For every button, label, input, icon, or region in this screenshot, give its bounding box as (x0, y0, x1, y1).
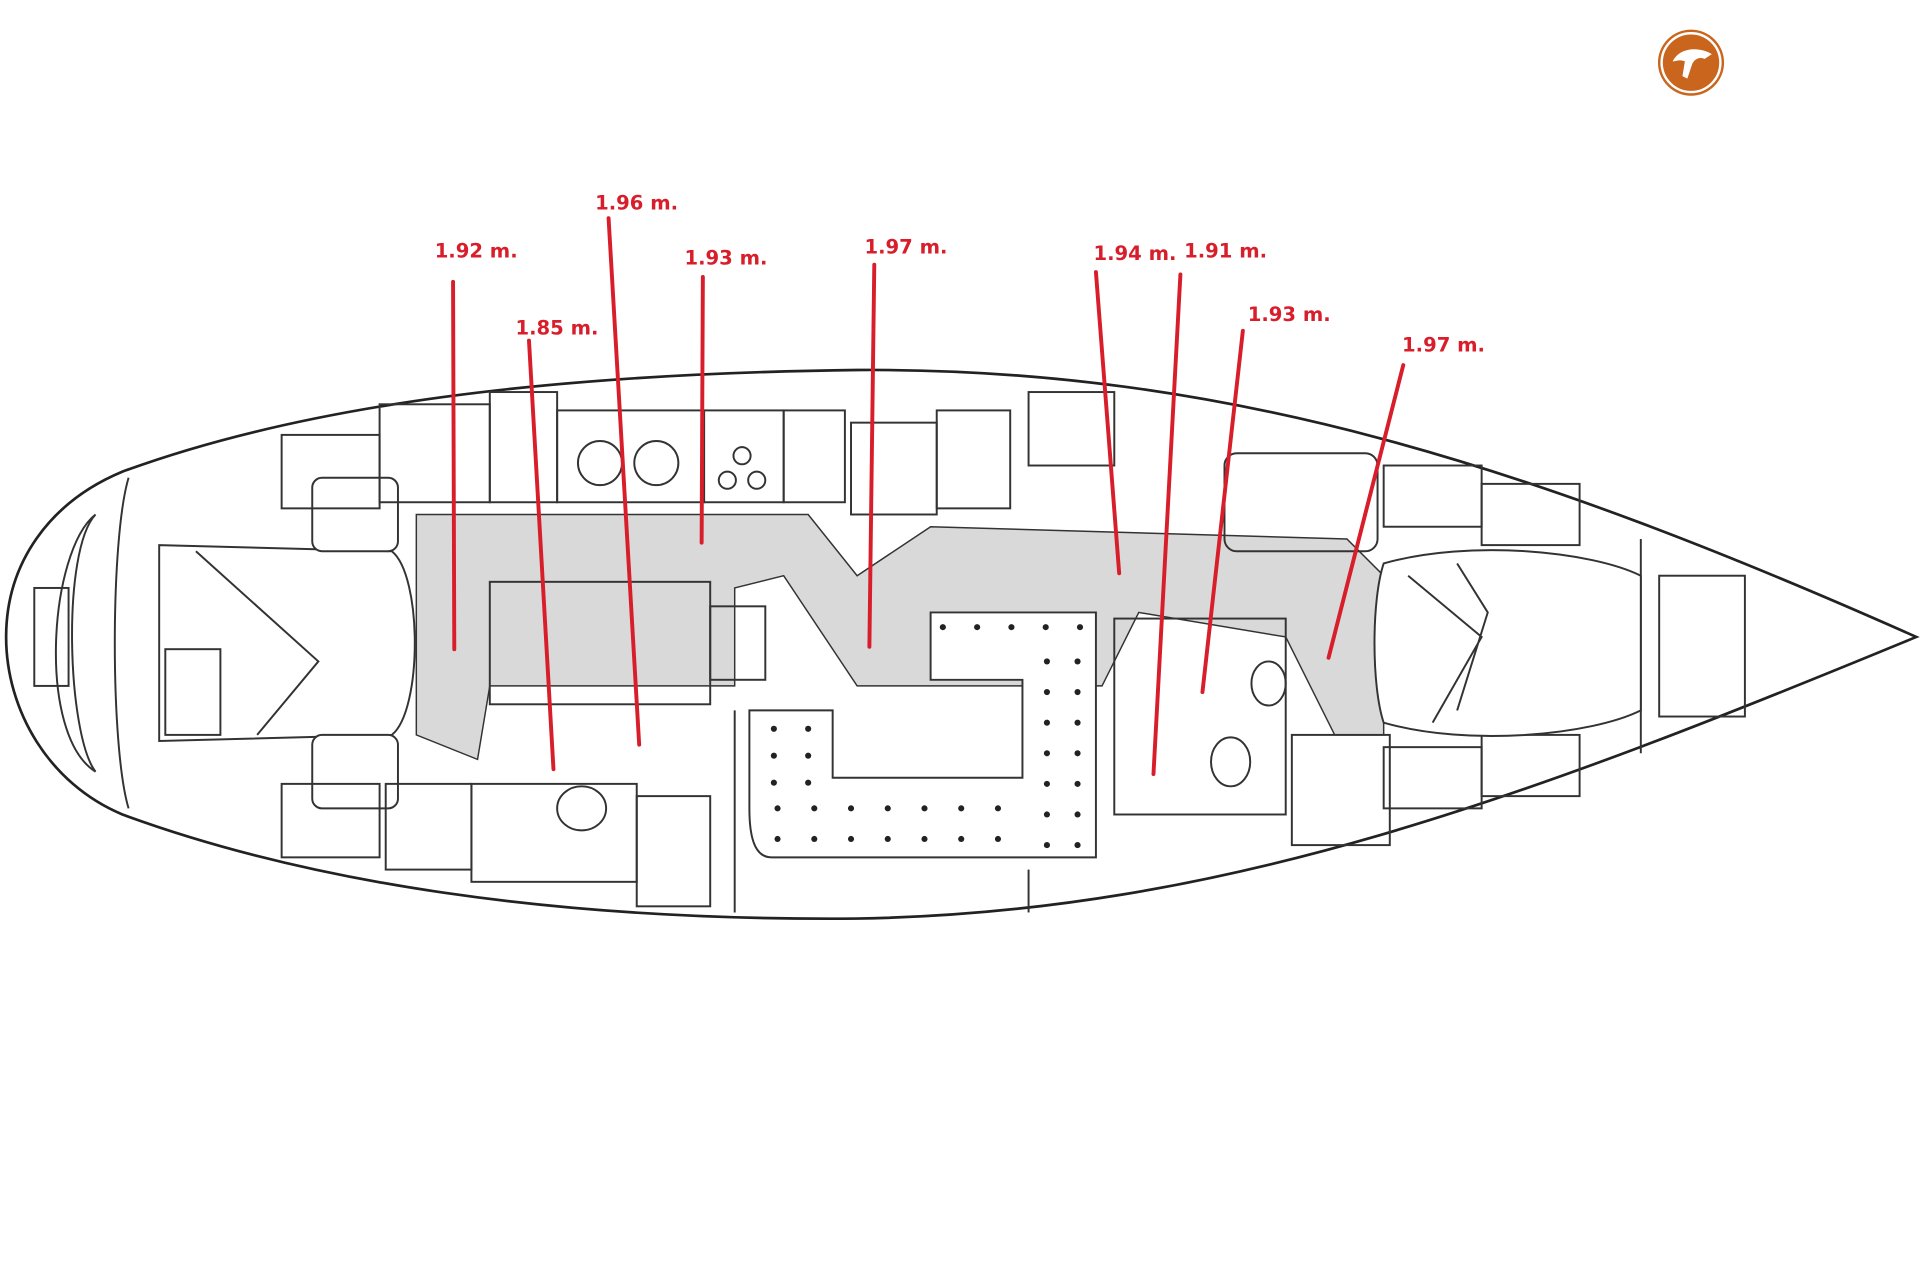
settee-dot (805, 752, 812, 759)
settee-dot (1074, 811, 1081, 818)
headroom-line (1093, 270, 1122, 576)
headroom-label: 1.97 m. (1402, 334, 1485, 357)
settee-dot (1043, 842, 1050, 849)
sink-bowl-2 (633, 440, 680, 487)
forward-berth-fold (1407, 562, 1489, 724)
settee-dot (994, 805, 1002, 812)
settee-dot (770, 752, 777, 759)
settee-dot (884, 835, 891, 843)
settee-dot (1074, 750, 1081, 757)
settee-dot (1043, 811, 1050, 818)
headroom-line (1151, 272, 1183, 777)
settee-dot (1043, 688, 1050, 696)
headroom-label: 1.97 m. (864, 236, 947, 259)
headroom-label: 1.91 m. (1184, 239, 1267, 262)
settee-dot (774, 835, 781, 843)
stove-burner (717, 470, 737, 490)
settee-dot (1074, 719, 1081, 726)
settee-dot (994, 835, 1002, 843)
aft-toilet (556, 785, 608, 832)
settee-dot (847, 835, 855, 843)
stern-seat (55, 513, 97, 773)
settee-dot (1074, 658, 1081, 665)
settee-dot (1043, 750, 1050, 757)
sink-bowl-1 (576, 440, 624, 487)
transom-line (113, 477, 130, 809)
settee-dot (811, 805, 818, 812)
settee-dot (958, 835, 965, 843)
settee-dot (958, 805, 965, 812)
settee-dot (1076, 624, 1084, 631)
headroom-line (699, 274, 705, 545)
headroom-label: 1.85 m. (516, 316, 599, 339)
stove-burner (732, 446, 752, 466)
settee-dot (1043, 780, 1050, 787)
headroom-label: 1.92 m. (435, 239, 518, 262)
settee-dot (1074, 842, 1081, 849)
aft-locker (164, 648, 222, 736)
interior-partitions (280, 391, 1746, 913)
headroom-label: 1.93 m. (1248, 303, 1331, 326)
forward-berth (1373, 549, 1642, 737)
settee-dot (1043, 719, 1050, 726)
settee-dot (1043, 658, 1050, 665)
settee-dot (774, 805, 781, 812)
settee-dot (770, 779, 777, 786)
settee-dot (921, 835, 928, 843)
berth-fold (195, 550, 320, 736)
settee-dot (847, 805, 855, 812)
settee-dot (974, 624, 981, 631)
settee-dot (811, 835, 818, 843)
headroom-annotations: 1.92 m. 1.85 m. 1.96 m. 1.93 m. 1.97 m. … (435, 192, 1485, 777)
brand-logo-icon (1657, 29, 1725, 96)
settee-dot (1008, 624, 1015, 631)
settee-dot (805, 779, 812, 786)
settee-dot (1042, 624, 1049, 631)
settee-dot (1074, 688, 1081, 696)
stove-burner (747, 470, 767, 490)
saloon-settee (748, 611, 1097, 859)
headroom-line (451, 279, 457, 652)
headroom-line (527, 338, 556, 772)
headroom-label: 1.96 m. (595, 192, 678, 215)
headroom-label: 1.94 m. (1093, 242, 1176, 265)
headroom-line (867, 262, 877, 649)
hull-outline (4, 368, 1920, 921)
headroom-line (606, 216, 642, 747)
aft-berth (158, 544, 416, 743)
aft-seat-upper (311, 476, 399, 553)
settee-dot (939, 624, 946, 631)
forward-toilet (1210, 736, 1252, 788)
headroom-line (1326, 363, 1406, 660)
headroom-line (1200, 328, 1245, 694)
settee-button-dots (770, 624, 1084, 849)
aft-seat-lower (311, 733, 399, 810)
stern-ladder (33, 586, 70, 687)
settee-dot (884, 805, 891, 812)
settee-dot (805, 725, 812, 732)
headroom-label: 1.93 m. (684, 247, 767, 270)
settee-dot (1074, 780, 1081, 787)
settee-dot (770, 725, 777, 732)
forward-heads-sink (1250, 660, 1287, 707)
settee-dot (921, 805, 928, 812)
